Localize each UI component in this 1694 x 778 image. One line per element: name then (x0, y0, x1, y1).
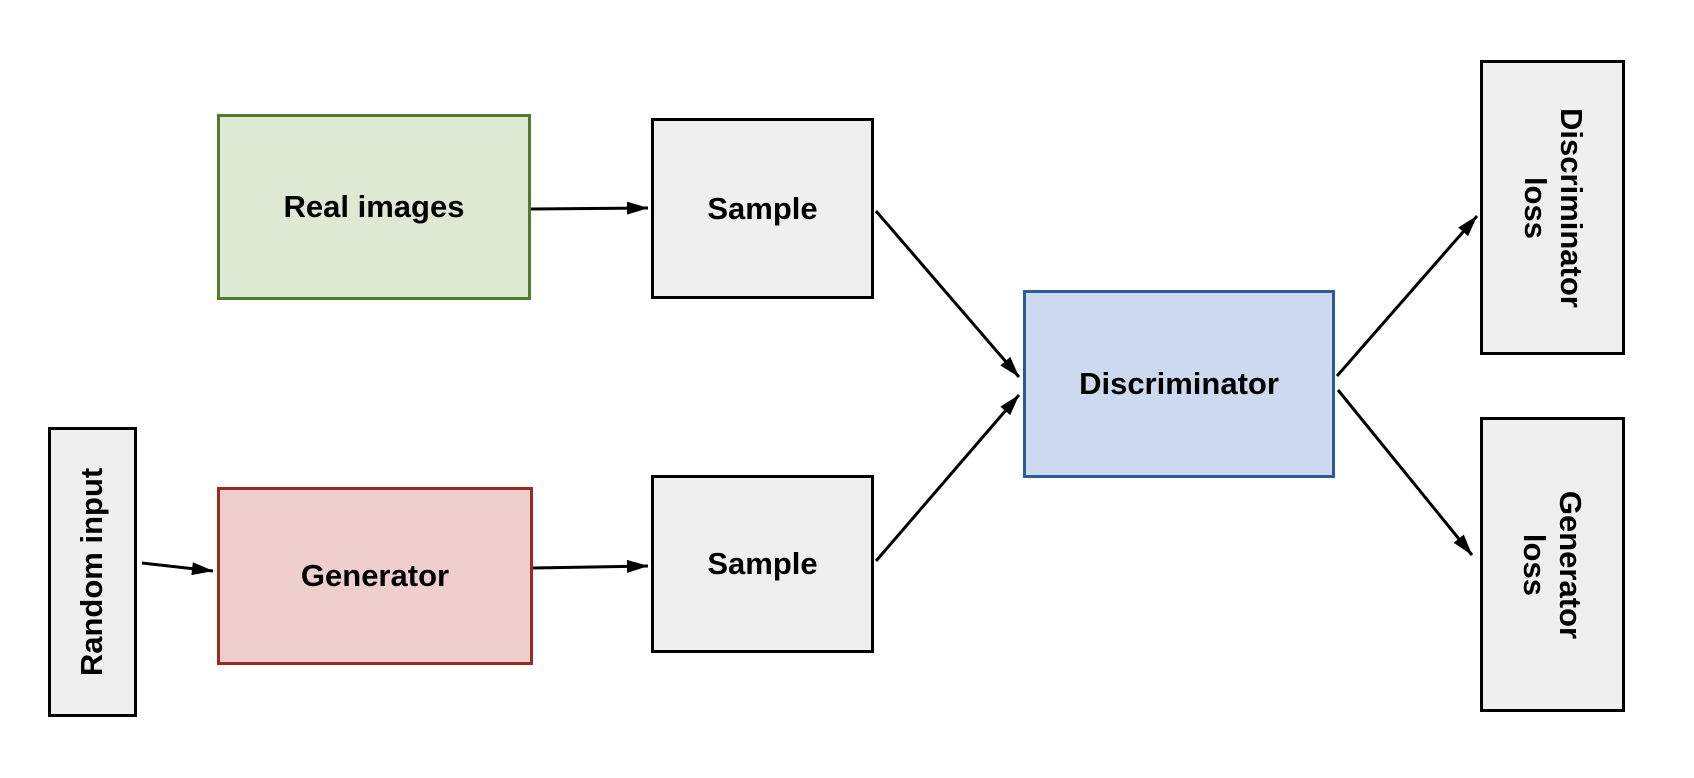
node-discriminator-label: Discriminator (1079, 366, 1279, 402)
node-sample-bottom: Sample (651, 475, 874, 653)
edge-discriminator-to-discriminator-loss (1335, 215, 1479, 377)
edge-real-images-to-sample-top (530, 201, 649, 215)
node-random-input: Random input (48, 427, 137, 717)
label-line-2: loss (1517, 176, 1553, 239)
node-real-images: Real images (217, 114, 531, 300)
node-sample-top-label: Sample (707, 190, 818, 226)
label-line-1: Generator (1553, 490, 1589, 639)
node-generator: Generator (217, 487, 533, 665)
node-generator-label: Generator (300, 558, 450, 594)
label-line-1: Discriminator (1553, 107, 1589, 308)
node-generator-loss: Generator loss (1480, 417, 1625, 712)
node-discriminator-loss: Discriminator loss (1480, 60, 1625, 355)
node-generator-loss-label: Generator loss (1517, 490, 1589, 638)
node-random-input-label: Random input (74, 467, 110, 677)
node-discriminator-loss-label: Discriminator loss (1517, 108, 1589, 308)
edge-discriminator-to-generator-loss (1336, 389, 1474, 556)
node-discriminator: Discriminator (1023, 290, 1335, 478)
node-sample-top: Sample (651, 118, 874, 299)
edge-sample-top-to-discriminator (874, 210, 1021, 378)
label-line-2: loss (1517, 533, 1553, 596)
edge-generator-to-sample-bottom (532, 559, 649, 573)
node-sample-bottom-label: Sample (707, 546, 818, 582)
edge-random-input-to-generator (141, 561, 214, 576)
node-real-images-label: Real images (283, 189, 465, 225)
edge-sample-bottom-to-discriminator (874, 394, 1021, 562)
